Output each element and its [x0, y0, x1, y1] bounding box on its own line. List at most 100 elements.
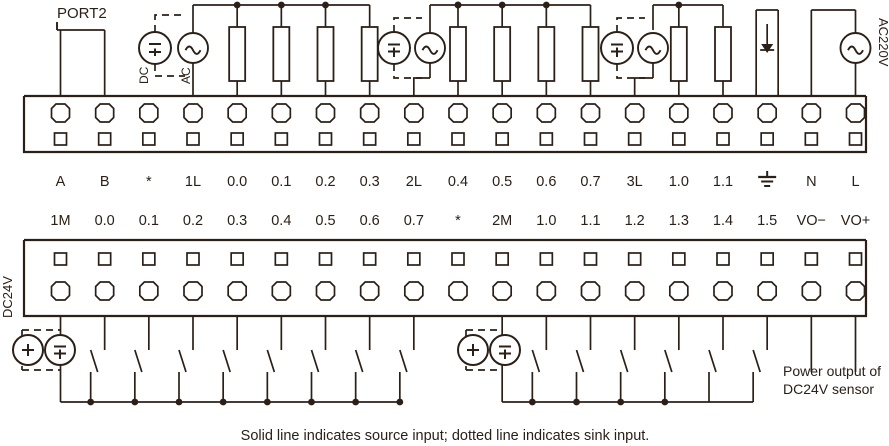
protective-earth-icon: [755, 9, 780, 96]
terminal-socket[interactable]: [845, 252, 866, 301]
terminal-label: 0.1: [139, 213, 159, 229]
terminal-socket[interactable]: [668, 252, 689, 301]
top-terminal-block: [22, 94, 868, 154]
switch-contact-icon[interactable]: [133, 316, 150, 402]
terminal-socket[interactable]: [138, 103, 159, 146]
terminal-socket[interactable]: [403, 103, 424, 146]
dc-source-icon: [138, 31, 172, 65]
ground-icon: [758, 171, 777, 187]
terminal-socket[interactable]: [315, 103, 336, 146]
dc-source-icon: [600, 31, 634, 65]
terminal-label: 1M: [50, 213, 70, 229]
terminal-socket[interactable]: [94, 103, 115, 146]
top-terminal-row: [50, 103, 866, 146]
terminal-label: 0.0: [95, 213, 115, 229]
ac-source-icon: [414, 32, 446, 64]
switch-contact-icon[interactable]: [354, 316, 371, 402]
terminal-socket[interactable]: [536, 252, 557, 301]
terminal-label: 0.2: [315, 174, 335, 190]
terminal-socket[interactable]: [227, 103, 248, 146]
load-resistor-icon: [272, 5, 291, 96]
dc-source-icon: [457, 334, 489, 366]
terminal-socket[interactable]: [359, 103, 380, 146]
load-resistor-icon: [581, 5, 600, 96]
load-resistor-icon: [714, 5, 732, 96]
switch-contact-icon[interactable]: [89, 316, 106, 402]
terminal-socket[interactable]: [183, 103, 203, 146]
switch-contact-icon[interactable]: [310, 316, 327, 402]
terminal-socket[interactable]: [50, 252, 71, 301]
switch-contact-icon[interactable]: [663, 316, 680, 402]
terminal-label: *: [455, 213, 461, 229]
terminal-label: 2L: [406, 174, 422, 190]
terminal-socket[interactable]: [359, 252, 380, 301]
terminal-socket[interactable]: [50, 103, 71, 146]
terminal-label: *: [146, 174, 152, 190]
terminal-label: 0.6: [536, 174, 556, 190]
terminal-socket[interactable]: [448, 252, 468, 301]
terminal-label: 0.5: [492, 174, 512, 190]
ac-source-icon: [637, 32, 669, 64]
terminal-label: VO−: [797, 213, 826, 229]
terminal-label: 1.4: [713, 213, 733, 229]
terminal-socket[interactable]: [536, 103, 557, 146]
dc-source-icon: [377, 31, 411, 65]
sensor-power-output-leads: [810, 316, 857, 372]
terminal-socket[interactable]: [713, 103, 733, 146]
switch-contact-icon[interactable]: [708, 316, 724, 402]
terminal-socket[interactable]: [580, 103, 601, 146]
sensor-note-line2: DC24V sensor: [783, 381, 874, 397]
terminal-label: 0.2: [183, 213, 203, 229]
terminal-label: 0.0: [227, 174, 247, 190]
dc-source-icon: [12, 334, 44, 366]
switch-contact-icon[interactable]: [752, 316, 769, 402]
terminal-socket[interactable]: [668, 103, 689, 146]
switch-contact-icon[interactable]: [619, 316, 636, 402]
terminal-socket[interactable]: [713, 252, 733, 301]
terminal-socket[interactable]: [271, 252, 292, 301]
terminal-socket[interactable]: [492, 252, 513, 301]
terminal-socket[interactable]: [624, 252, 645, 301]
terminal-socket[interactable]: [801, 252, 822, 301]
terminal-socket[interactable]: [271, 103, 292, 146]
terminal-label: 0.6: [360, 213, 380, 229]
input-loads-group-2: [430, 1, 600, 96]
terminal-socket[interactable]: [580, 252, 601, 301]
terminal-socket[interactable]: [801, 103, 822, 146]
terminal-socket[interactable]: [448, 103, 468, 146]
terminal-socket[interactable]: [757, 103, 778, 146]
terminal-label: B: [100, 174, 110, 190]
switch-contact-icon[interactable]: [531, 316, 548, 402]
terminal-label: 3L: [627, 174, 643, 190]
terminal-socket[interactable]: [94, 252, 115, 301]
bottom-terminal-row: [50, 252, 866, 301]
switch-contact-icon[interactable]: [398, 316, 415, 402]
switch-contact-icon[interactable]: [222, 316, 239, 402]
sensor-note-line1: Power output of: [783, 363, 881, 379]
terminal-socket[interactable]: [845, 103, 866, 146]
terminal-socket[interactable]: [403, 252, 424, 301]
terminal-socket[interactable]: [492, 103, 513, 146]
terminal-socket[interactable]: [138, 252, 159, 301]
terminal-socket[interactable]: [183, 252, 203, 301]
terminal-socket[interactable]: [757, 252, 778, 301]
ac-label: AC: [179, 67, 193, 84]
terminal-label: 0.3: [360, 174, 380, 190]
switch-contact-icon[interactable]: [575, 316, 592, 402]
terminal-label: 1.0: [669, 174, 689, 190]
terminal-socket[interactable]: [315, 252, 336, 301]
terminal-label: 0.7: [404, 213, 424, 229]
input-loads-group-1: [193, 1, 379, 96]
input-loads-group-3: [653, 1, 732, 96]
diagram-caption: Solid line indicates source input; dotte…: [241, 428, 650, 444]
switch-contact-icon[interactable]: [266, 316, 283, 402]
switch-contact-icon[interactable]: [178, 316, 194, 402]
terminal-socket[interactable]: [624, 103, 645, 146]
input-group-2: [377, 5, 446, 96]
terminal-socket[interactable]: [227, 252, 248, 301]
ac-source-icon: [839, 32, 872, 64]
